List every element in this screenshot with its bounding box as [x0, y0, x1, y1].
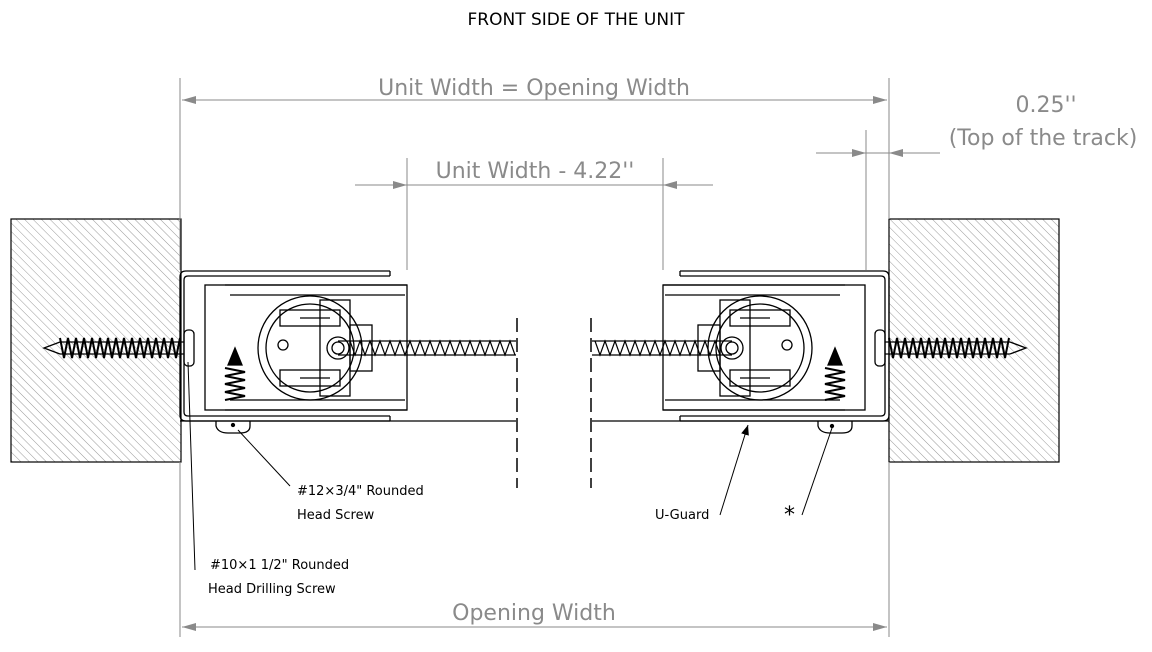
u-guard-label: U-Guard	[655, 508, 709, 523]
unit-width-label: Unit Width = Opening Width	[378, 76, 690, 101]
drilling-screw-label-2: Head Drilling Screw	[208, 582, 336, 597]
unit-width-dimension: Unit Width = Opening Width	[182, 76, 887, 104]
track-offset-note: (Top of the track)	[949, 126, 1138, 151]
left-drilling-screw	[42, 329, 195, 367]
right-wall	[888, 218, 1060, 463]
opening-width-dimension: Opening Width	[182, 601, 887, 631]
track-offset-value: 0.25''	[1015, 93, 1076, 118]
inner-width-label: Unit Width - 4.22''	[436, 159, 635, 184]
track-offset-dimension: 0.25'' (Top of the track)	[816, 93, 1138, 157]
right-chain	[592, 339, 732, 357]
rounded-screw-label-2: Head Screw	[297, 508, 375, 523]
left-housing	[179, 270, 408, 434]
drilling-screw-label-1: #10×1 1/2" Rounded	[210, 558, 349, 573]
diagram-title: FRONT SIDE OF THE UNIT	[468, 10, 686, 30]
leader-lines	[187, 361, 833, 571]
extension-lines	[179, 78, 890, 637]
inner-width-dimension: Unit Width - 4.22''	[355, 159, 713, 189]
asterisk-label: *	[784, 503, 795, 528]
opening-width-label: Opening Width	[452, 601, 616, 626]
right-housing	[662, 270, 890, 434]
left-chain	[338, 339, 516, 357]
left-wall	[10, 218, 182, 463]
rounded-screw-label-1: #12×3/4" Rounded	[297, 484, 424, 499]
right-drilling-screw	[874, 329, 1028, 367]
